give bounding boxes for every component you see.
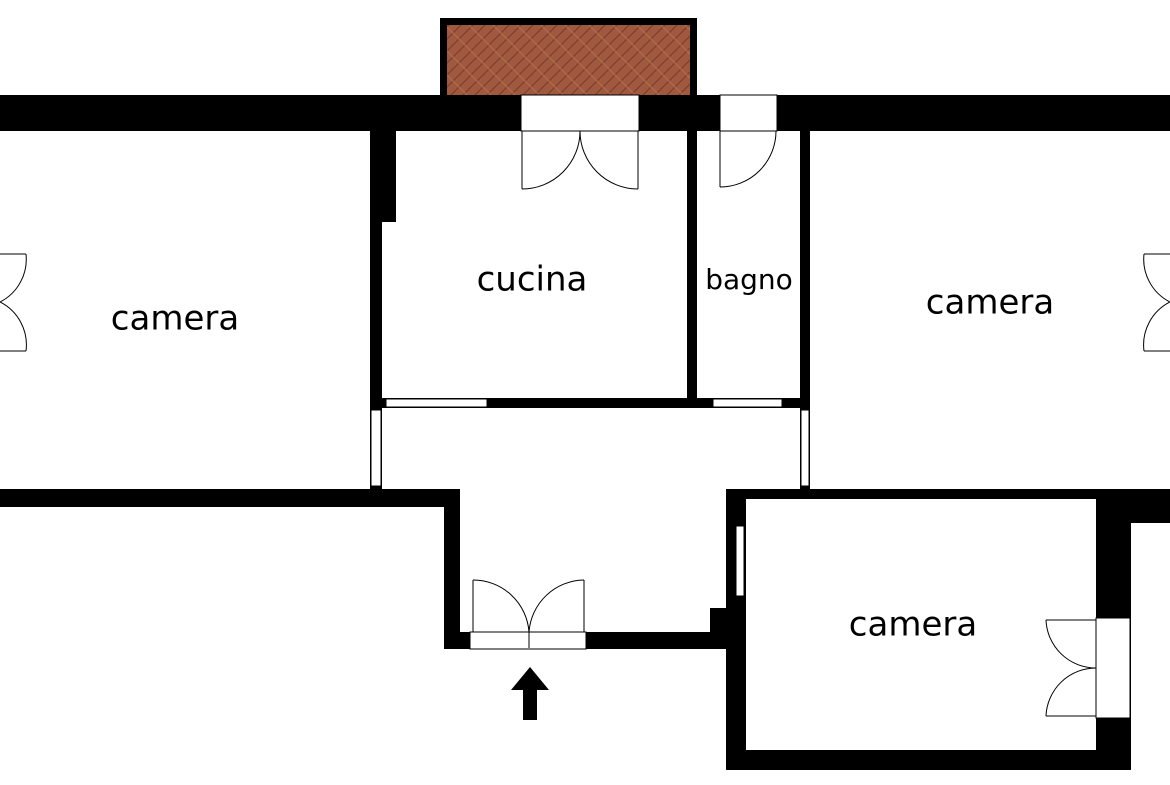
balcony-wall-top [440, 18, 697, 25]
room-label-camera-left: camera [111, 299, 239, 339]
kitchen-hall-opening [385, 398, 488, 408]
wall-kitchen-bathroom [687, 128, 697, 402]
wall-left-room-bottom [0, 489, 460, 507]
walls [0, 95, 1170, 770]
wall-hall-left [444, 489, 460, 649]
entrance-opening [469, 631, 587, 650]
room-label-camera-right: camera [926, 283, 1054, 323]
wall-kitchen-left-jamb [382, 128, 396, 222]
balcony-floor [446, 24, 691, 96]
entrance-arrow-icon [511, 667, 549, 720]
wall-bathroom-right [800, 128, 810, 492]
kitchen-door [521, 130, 639, 190]
kitchen-balcony-opening [520, 94, 640, 132]
right-room-window [1143, 253, 1170, 352]
openings [370, 94, 1131, 719]
left-room-hall-opening [370, 409, 382, 487]
right-room-hall-opening [800, 409, 810, 487]
wall-kitchen-bottom [370, 398, 810, 408]
room-labels: camera cucina bagno camera camera [111, 260, 1054, 645]
entrance-door [472, 579, 585, 648]
balcony [440, 18, 697, 98]
room-label-camera-bottom: camera [849, 605, 977, 645]
bathroom-door [719, 130, 777, 188]
balcony-wall-left [440, 18, 447, 98]
left-room-window [0, 253, 27, 352]
bathroom-hall-opening [712, 398, 783, 408]
room-label-cucina: cucina [477, 260, 588, 300]
bottom-room-window [1045, 619, 1097, 717]
wall-bottom-room-bottom [726, 750, 1131, 770]
bottom-room-hall-opening [735, 525, 745, 597]
balcony-wall-right [690, 18, 697, 98]
bathroom-balcony-opening [719, 94, 778, 132]
door-swings [0, 130, 1170, 717]
wall-right-room-bottom [736, 489, 1098, 499]
room-label-bagno: bagno [705, 263, 793, 296]
bottom-room-window-opening [1095, 617, 1131, 719]
